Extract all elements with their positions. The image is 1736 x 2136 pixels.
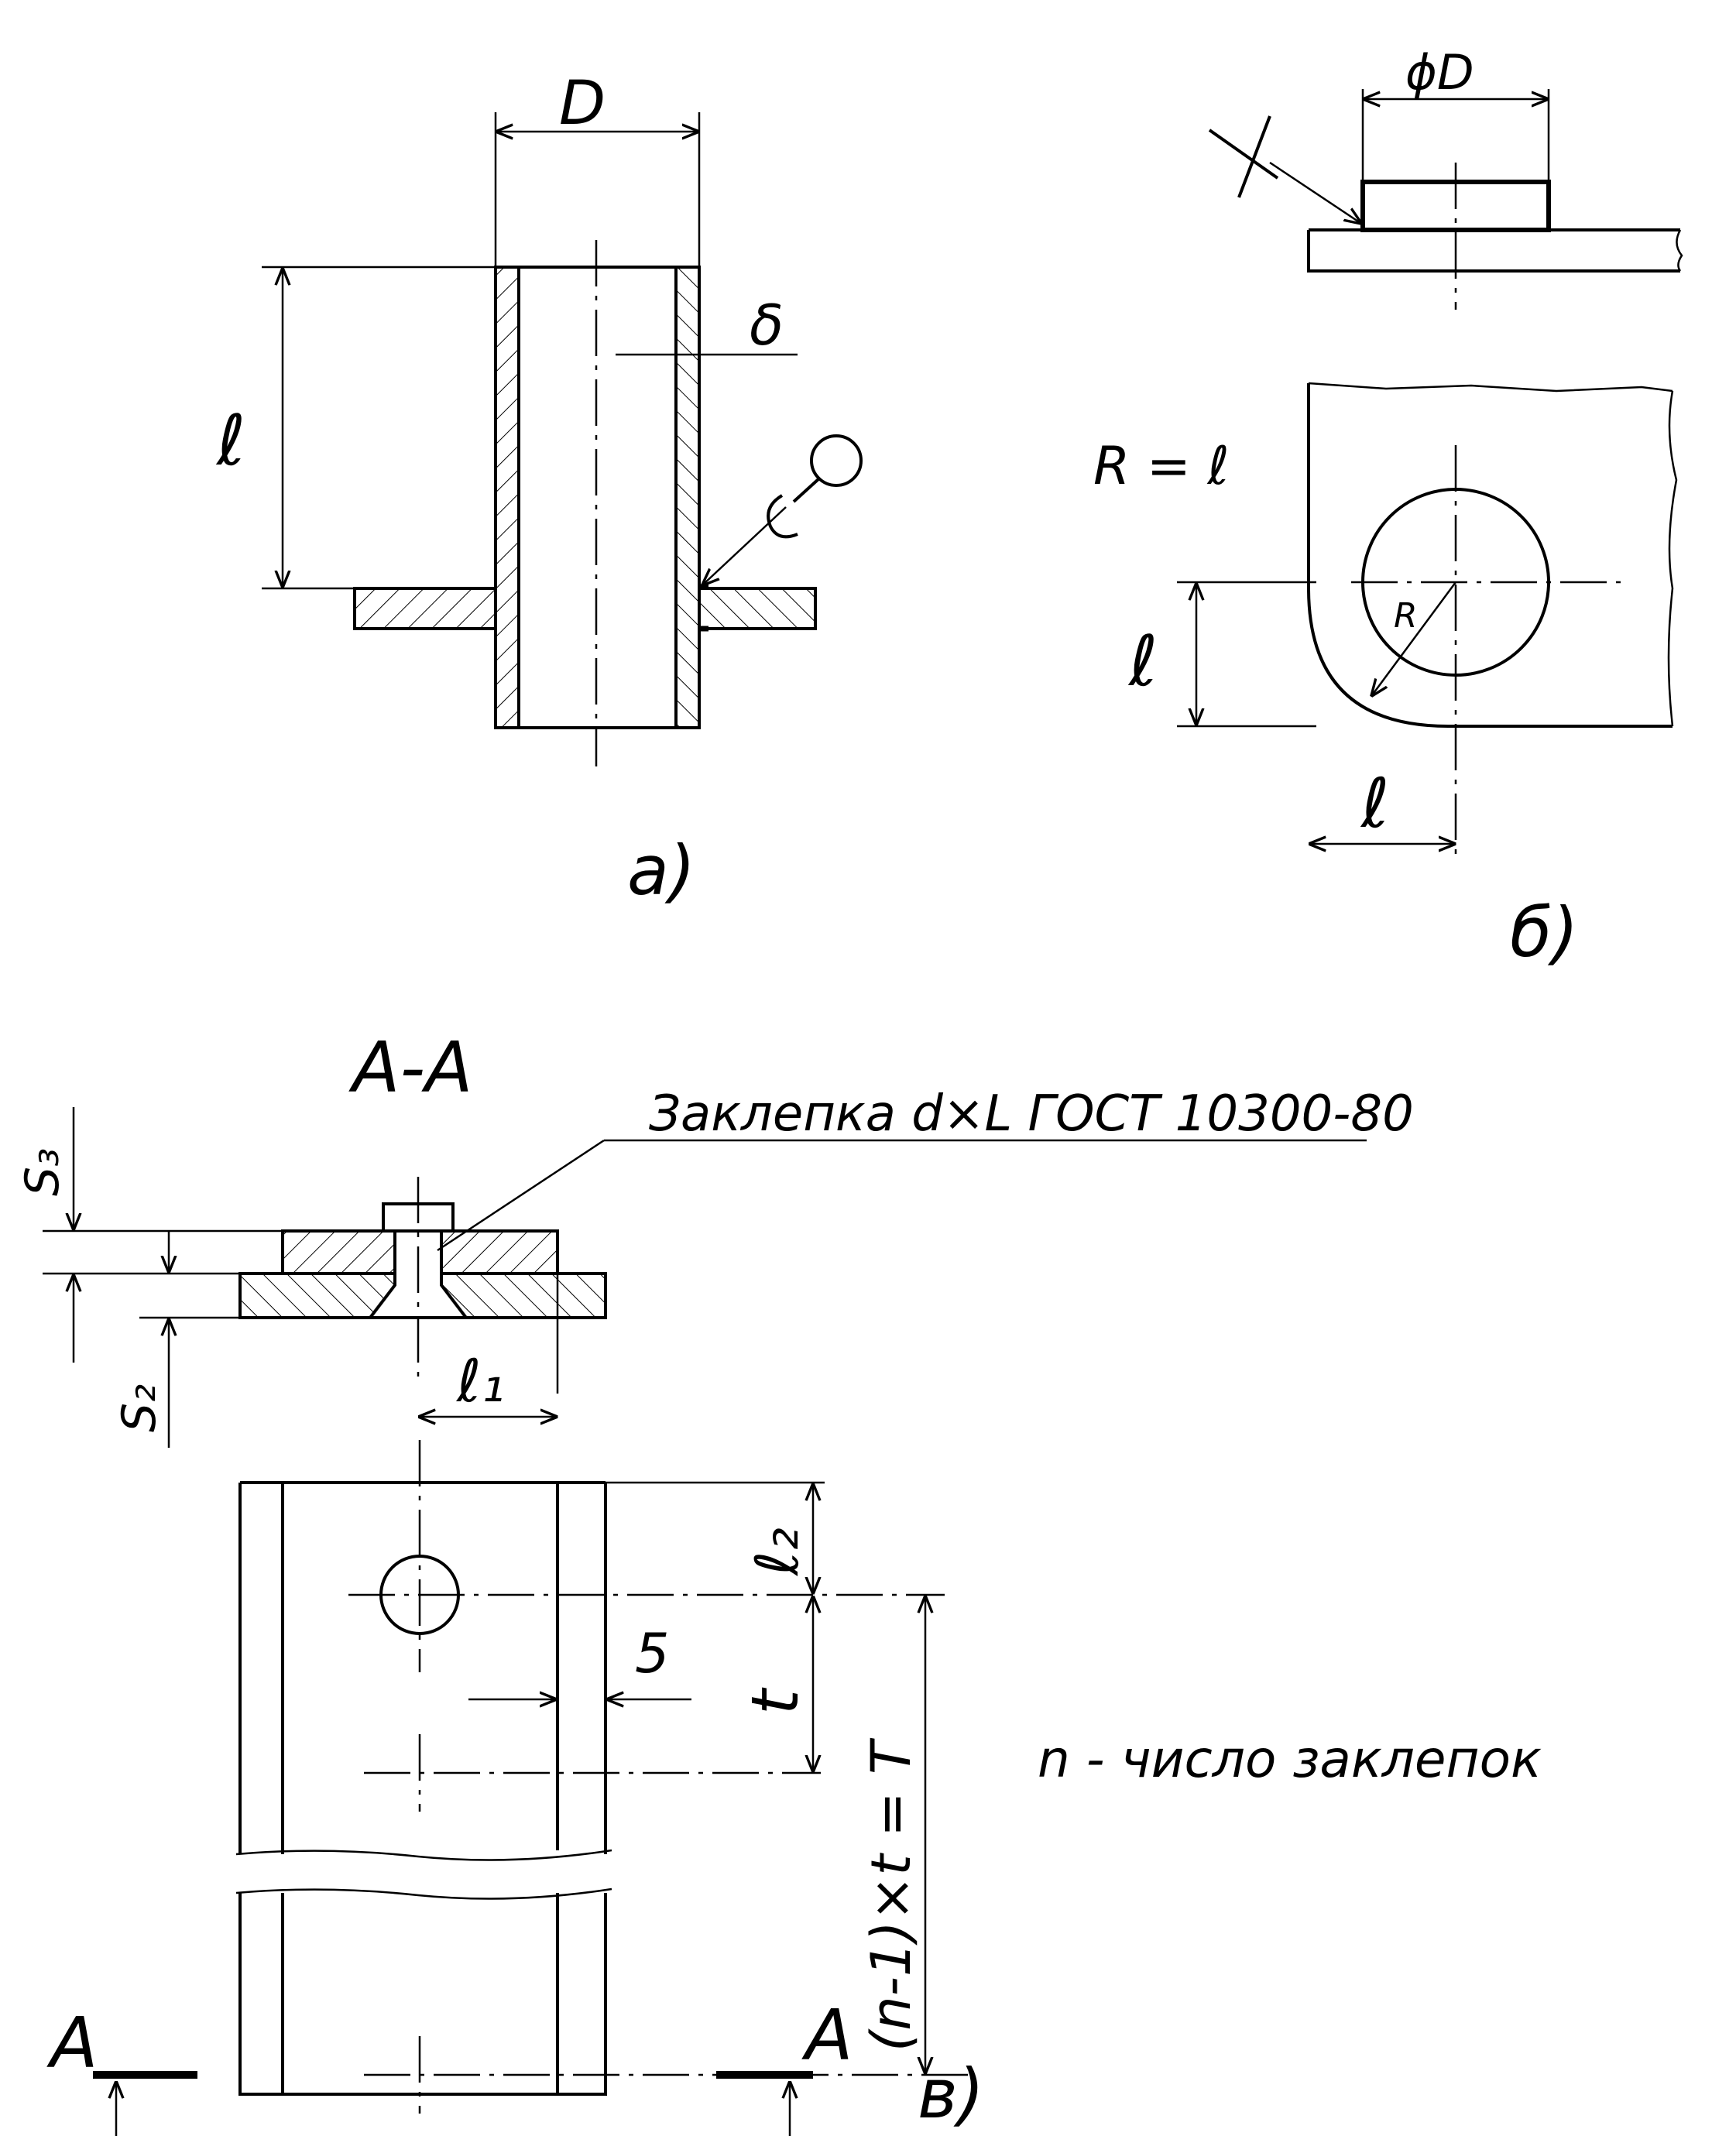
tube-wall-left	[494, 266, 520, 729]
section-mark-right: A	[801, 1995, 853, 2076]
dim-D-label: D	[559, 69, 606, 139]
dim-total-label: (n-1)×t = T	[859, 1737, 923, 2052]
section-title: A-A	[348, 1027, 473, 1109]
radius-formula: R = ℓ	[1093, 436, 1230, 497]
dim-t-label: t	[737, 1687, 813, 1715]
dim-delta-label: δ	[750, 293, 784, 358]
dim-l2-label: ℓ₂	[743, 1527, 811, 1577]
figure-a-tube	[262, 112, 863, 766]
dim-l-vertical-label: ℓ	[1127, 621, 1158, 702]
caption-a: а)	[627, 831, 695, 910]
note-n: n - число заклепок	[1038, 1730, 1542, 1789]
rivet-note: Заклепка d×L ГОСТ 10300-80	[649, 1085, 1414, 1143]
radius-R-label: R	[1394, 596, 1418, 636]
plate-left	[353, 587, 497, 630]
dim-5-label: 5	[635, 1622, 670, 1685]
section-mark-left: A	[46, 2003, 98, 2084]
caption-v: в)	[918, 2054, 984, 2134]
figure-b-boss	[1177, 89, 1683, 859]
plate-right	[698, 587, 817, 630]
weld-circle-icon	[810, 434, 863, 487]
dim-s3-label: S₃	[15, 1148, 70, 1196]
section-a-a	[43, 1107, 1367, 1448]
dim-phiD-label: ϕD	[1405, 44, 1474, 101]
dim-l-label: ℓ	[215, 400, 245, 482]
dim-s2-label: S₂	[112, 1384, 166, 1432]
weld-leader	[703, 506, 787, 585]
dim-l1-label: ℓ₁	[455, 1346, 505, 1415]
dim-l-horizontal-label: ℓ	[1360, 763, 1389, 843]
tube-wall-right	[674, 266, 701, 729]
rivet-joint-plan	[93, 1440, 968, 2136]
caption-b: б)	[1510, 893, 1579, 972]
